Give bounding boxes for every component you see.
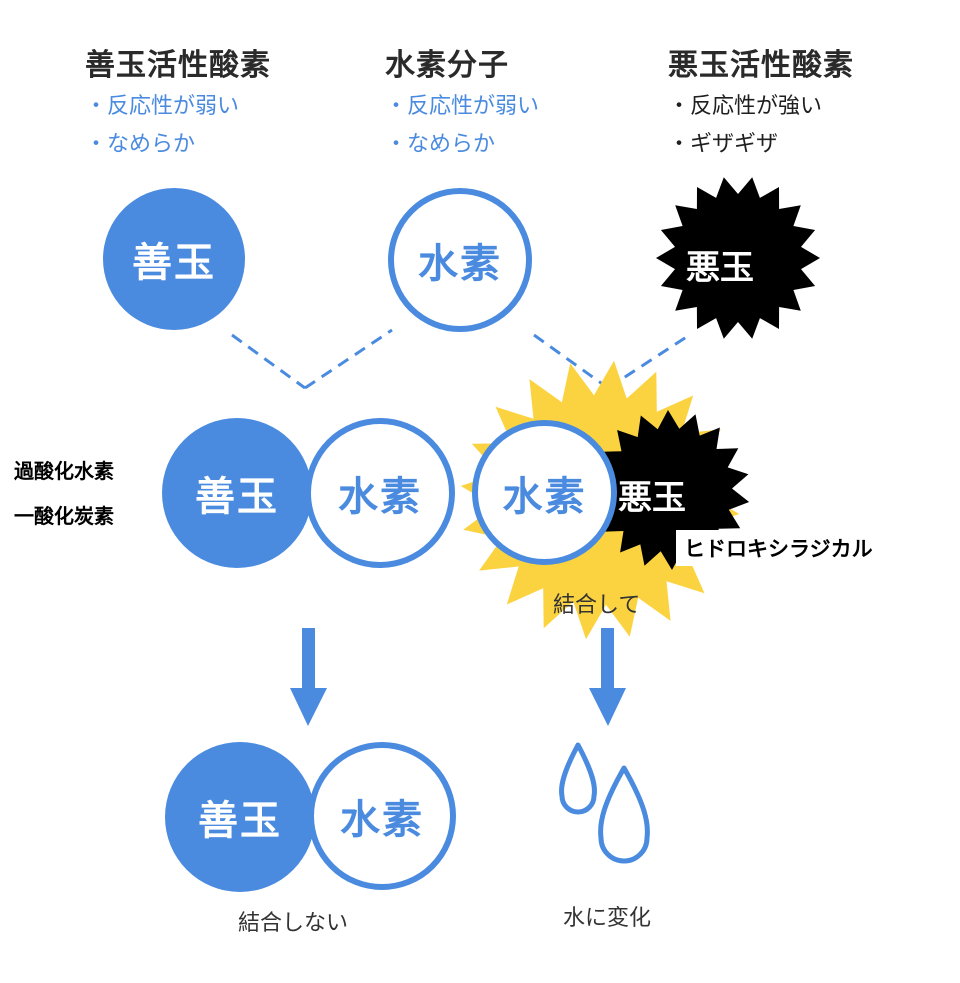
title-zendama-active-oxygen: 善玉活性酸素 — [85, 48, 271, 83]
caption-water: 水に変化 — [563, 906, 652, 931]
water-drop-small-icon — [559, 742, 597, 815]
suiso-label: 水素 — [340, 797, 424, 843]
caption-no-bond: 結合しない — [238, 911, 349, 936]
trait-suiso-1: ・反応性が弱い — [385, 94, 540, 119]
suiso-label: 水素 — [502, 473, 587, 520]
zendama-label: 善玉 — [198, 798, 282, 844]
suiso-circle-middle-left: 水素 — [305, 418, 455, 568]
trait-suiso-2: ・なめらか — [385, 132, 496, 157]
arrow-down-right — [589, 628, 626, 726]
suiso-circle-top: 水素 — [388, 188, 532, 332]
caption-bond: 結合して — [553, 593, 641, 618]
suiso-circle-middle-right: 水素 — [472, 420, 617, 565]
trait-zendama-1: ・反応性が弱い — [85, 94, 240, 119]
arrows — [290, 628, 626, 726]
zendama-circle-middle: 善玉 — [162, 418, 312, 568]
zendama-label: 善玉 — [132, 240, 216, 286]
trait-zendama-2: ・なめらか — [85, 132, 196, 157]
side-label-hydrogen-peroxide: 過酸化水素 — [14, 459, 114, 483]
dashed-connectors — [231, 328, 689, 390]
suiso-label: 水素 — [418, 241, 502, 287]
water-drops — [559, 742, 650, 864]
zendama-circle-bottom: 善玉 — [165, 742, 315, 892]
dash-line-suiso-left — [304, 328, 393, 390]
trait-akudama-1: ・反応性が強い — [668, 94, 823, 119]
dash-line-zendama — [231, 333, 306, 390]
akudama-burst-top — [656, 177, 820, 339]
trait-akudama-2: ・ギザギザ — [668, 132, 779, 157]
suiso-label: 水素 — [338, 474, 422, 520]
akudama-label-top: 悪玉 — [686, 248, 754, 288]
arrow-down-left — [290, 628, 327, 726]
dash-line-suiso-right — [533, 333, 609, 390]
title-akudama-active-oxygen: 悪玉活性酸素 — [668, 48, 854, 83]
water-drop-large-icon — [598, 765, 650, 864]
side-label-carbon-monoxide: 一酸化炭素 — [14, 504, 114, 528]
zendama-label: 善玉 — [195, 474, 279, 520]
dash-line-akudama — [607, 334, 689, 390]
suiso-circle-bottom: 水素 — [308, 742, 456, 890]
zendama-circle-top: 善玉 — [103, 188, 245, 330]
title-hydrogen-molecule: 水素分子 — [385, 48, 509, 83]
akudama-label-middle: 悪玉 — [618, 478, 686, 518]
hydroxyl-radical-label: ヒドロキシラジカル — [676, 530, 881, 566]
